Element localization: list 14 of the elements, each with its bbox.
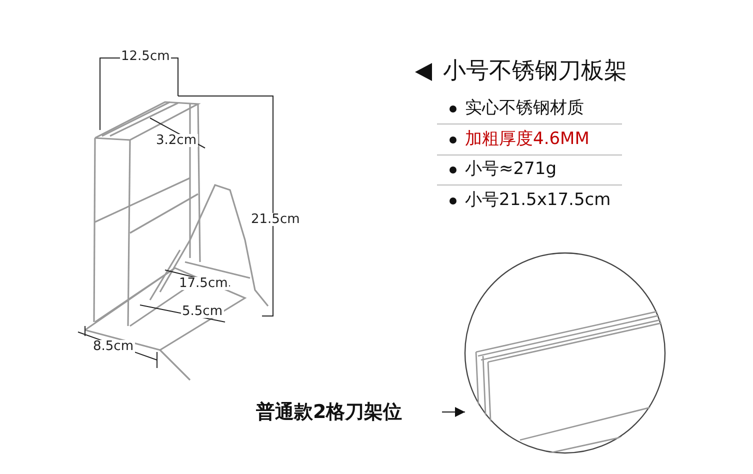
title: 小号不锈钢刀板架 — [443, 60, 627, 83]
callout-text: 普通款2格刀架位 — [256, 400, 442, 424]
dimension-label: 21.5cm — [250, 213, 301, 226]
dimension-label: 8.5cm — [92, 340, 134, 353]
magnified-detail-picture — [464, 252, 666, 454]
dimension-label: 3.2cm — [155, 134, 198, 147]
spec-text: 实心不锈钢材质 — [465, 100, 584, 117]
dimension-label: 12.5cm — [120, 50, 171, 63]
dimension-label: 17.5cm — [178, 277, 229, 290]
spec-text: 小号≈271g — [465, 161, 556, 178]
spec-text: 小号21.5x17.5cm — [465, 192, 611, 209]
spec-text: 加粗厚度4.6MM — [465, 131, 590, 148]
dimension-label: 5.5cm — [181, 305, 224, 318]
arrow — [442, 407, 466, 417]
